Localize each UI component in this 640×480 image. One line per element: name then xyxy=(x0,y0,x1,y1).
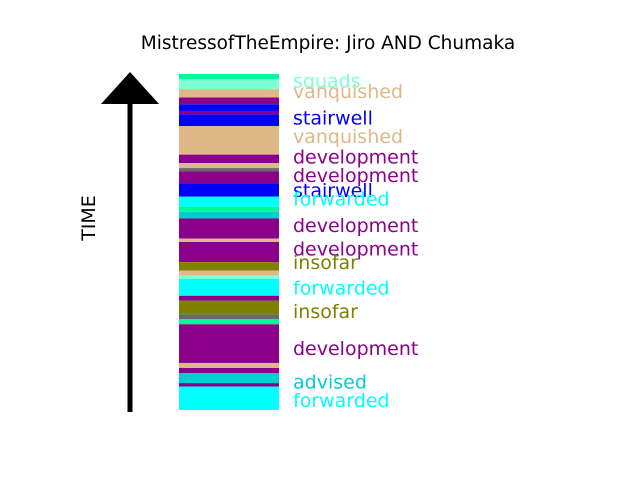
timeline-segment-forwarded xyxy=(179,386,279,410)
segment-label-development: development xyxy=(293,146,418,168)
timeline-segment-stairwell xyxy=(179,114,279,127)
timeline-segment-development xyxy=(179,368,279,374)
timeline-bar xyxy=(179,74,279,410)
timeline-segment-development xyxy=(179,324,279,363)
timeline-segment-vanquished xyxy=(179,362,279,368)
timeline-segment-insofar xyxy=(179,262,279,271)
segment-label-vanquished: vanquished xyxy=(293,126,403,148)
timeline-segment-development xyxy=(179,218,279,239)
timeline-segment-insofar xyxy=(179,300,279,315)
timeline-segment-development xyxy=(179,242,279,263)
segment-label-vanquished: vanquished xyxy=(293,81,403,103)
time-arrow xyxy=(101,72,159,412)
timeline-segment-gray xyxy=(179,314,279,320)
timeline-segment-development xyxy=(179,154,279,164)
timeline-segment-forwarded xyxy=(179,196,279,207)
segment-label-development: development xyxy=(293,338,418,360)
segment-label-development: development xyxy=(293,215,418,237)
segment-label-forwarded: forwarded xyxy=(293,188,390,210)
segment-label-development: development xyxy=(293,239,418,261)
timeline-segment-stairwell xyxy=(179,183,279,197)
timeline-segment-vanquished xyxy=(179,89,279,98)
timeline-segment-forwarded xyxy=(179,278,279,296)
timeline-segment-advised xyxy=(179,373,279,384)
time-arrow-head xyxy=(101,72,159,104)
timeline-segment-development xyxy=(179,383,279,387)
segment-label-squads: squads xyxy=(293,71,361,93)
timeline-segment-vanquished xyxy=(179,163,279,169)
segment-label-insofar: insofar xyxy=(293,301,358,323)
timeline-segment-squads xyxy=(179,206,279,212)
timeline-segment-advised xyxy=(179,211,279,219)
segment-label-insofar: insofar xyxy=(293,252,358,274)
y-axis-label: TIME xyxy=(78,195,100,242)
chart-title: MistressofTheEmpire: Jiro AND Chumaka xyxy=(141,33,515,54)
timeline-segment-development xyxy=(179,171,279,184)
segment-label-forwarded: forwarded xyxy=(293,390,390,412)
segment-label-advised: advised xyxy=(293,371,367,393)
segment-label-stairwell: stairwell xyxy=(293,108,373,130)
timeline-segment-development xyxy=(179,110,279,115)
timeline-segment-vanquished xyxy=(179,126,279,155)
timeline-segment-vanquished xyxy=(179,238,279,242)
segment-label-stairwell: stairwell xyxy=(293,180,373,202)
timeline-segment-development xyxy=(179,295,279,301)
timeline-segment-vanquished xyxy=(179,270,279,276)
timeline-segment-stairwell xyxy=(179,104,279,111)
timeline-segment-squads_light xyxy=(179,275,279,279)
timeline-segment-gray xyxy=(179,168,279,172)
timeline-segment-development xyxy=(179,97,279,105)
segment-label-forwarded: forwarded xyxy=(293,277,390,299)
segment-label-development: development xyxy=(293,165,418,187)
timeline-segment-squads xyxy=(179,319,279,325)
timeline-segment-squads_light xyxy=(179,79,279,90)
timeline-segment-squads xyxy=(179,74,279,80)
timeline-labels: squadsvanquishedstairwellvanquisheddevel… xyxy=(293,71,418,412)
